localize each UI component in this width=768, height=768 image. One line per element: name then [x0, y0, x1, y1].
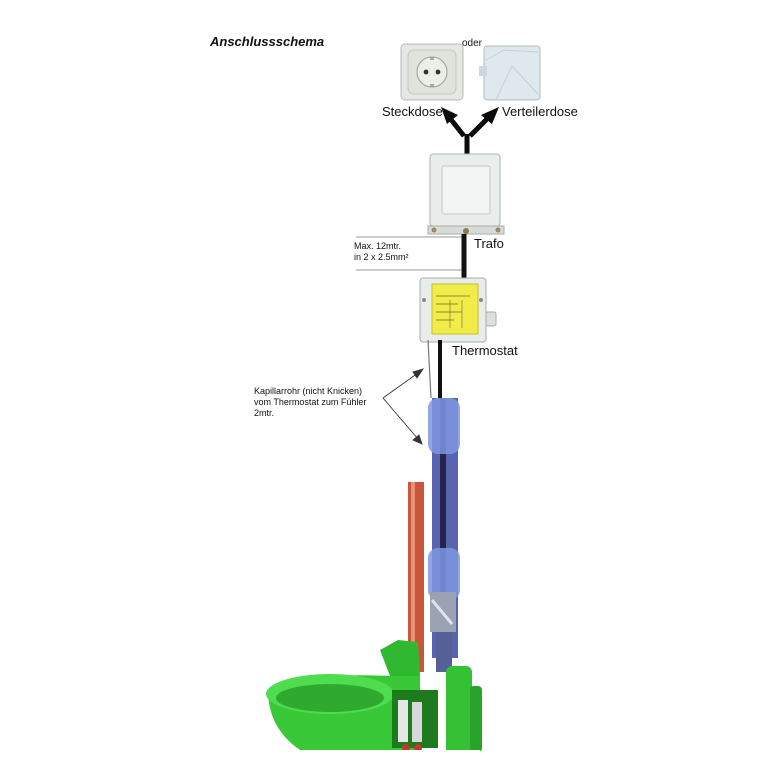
capillary-tube-note: Kapillarrohr (nicht Knicken) vom Thermos… — [254, 386, 367, 418]
transformer-label: Trafo — [474, 236, 504, 251]
wall-socket-icon — [400, 43, 464, 101]
wall-socket-label: Steckdose — [382, 104, 443, 119]
drinking-bowl-icon — [266, 640, 482, 768]
thermostat-label: Thermostat — [452, 343, 518, 358]
thermostat-icon — [419, 277, 497, 343]
junction-box-icon — [479, 45, 541, 101]
capillary-tube — [427, 339, 432, 399]
copper-pipe — [408, 482, 424, 672]
capillary-pointer-arrows — [382, 368, 425, 445]
or-label: oder — [462, 38, 483, 49]
transformer-icon — [427, 153, 505, 235]
power-arrows — [441, 107, 499, 156]
cable-length-note: Max. 12mtr. in 2 x 2.5mm² — [354, 241, 409, 262]
cable-length-bracket — [356, 236, 466, 271]
heater-pipe — [428, 398, 460, 672]
junction-box-label: Verteilerdose — [502, 104, 578, 119]
diagram-title: Anschlussschema — [210, 34, 325, 49]
